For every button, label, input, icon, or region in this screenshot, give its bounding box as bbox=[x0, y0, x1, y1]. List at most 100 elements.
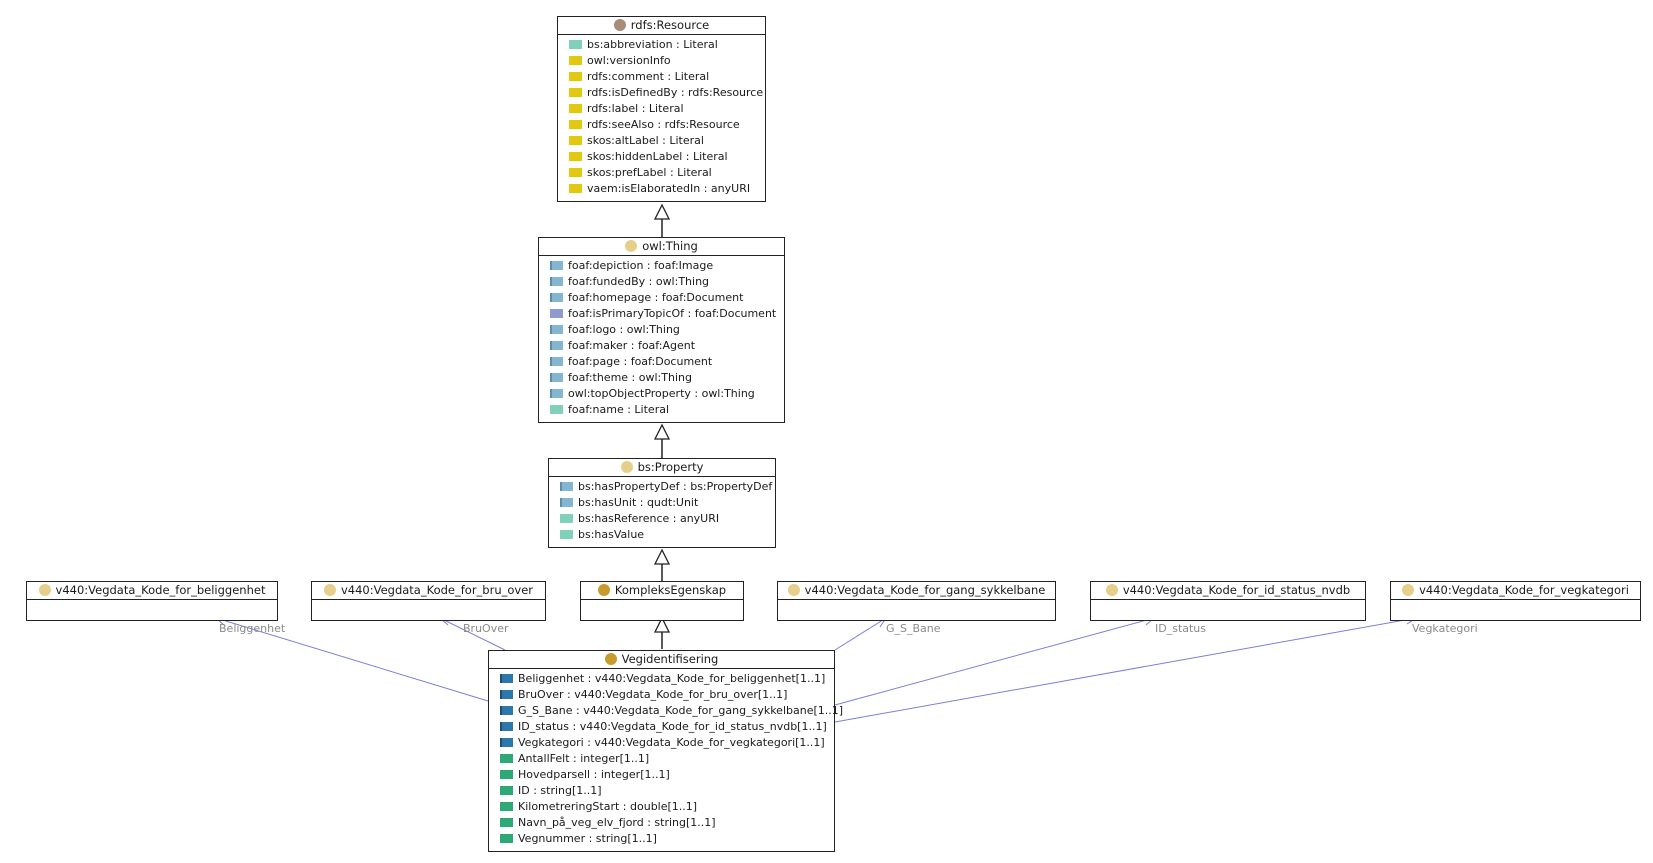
attribute-text: foaf:page : foaf:Document bbox=[568, 355, 713, 368]
class-kompleks-egenskap[interactable]: KompleksEgenskap bbox=[580, 581, 744, 621]
class-attribute[interactable]: owl:versionInfo bbox=[558, 53, 765, 69]
class-attribute[interactable]: bs:hasPropertyDef : bs:PropertyDef bbox=[549, 479, 775, 495]
class-attribute[interactable]: ID_status : v440:Vegdata_Kode_for_id_sta… bbox=[489, 719, 834, 735]
property-icon bbox=[560, 530, 573, 539]
property-icon bbox=[550, 325, 563, 334]
property-icon bbox=[500, 802, 513, 811]
class-attribute[interactable]: Vegnummer : string[1..1] bbox=[489, 831, 834, 847]
property-icon bbox=[500, 754, 513, 763]
attribute-text: rdfs:label : Literal bbox=[587, 102, 684, 115]
attribute-text: Beliggenhet : v440:Vegdata_Kode_for_beli… bbox=[518, 672, 826, 685]
class-attribute[interactable]: rdfs:isDefinedBy : rdfs:Resource bbox=[558, 85, 765, 101]
property-icon bbox=[560, 482, 573, 491]
generalization-thing-resource bbox=[653, 203, 671, 237]
class-attribute[interactable]: rdfs:label : Literal bbox=[558, 101, 765, 117]
class-kode-bru-over[interactable]: v440:Vegdata_Kode_for_bru_over bbox=[311, 581, 546, 621]
attribute-text: foaf:maker : foaf:Agent bbox=[568, 339, 696, 352]
class-attribute-list: bs:abbreviation : Literal owl:versionInfo… bbox=[558, 35, 765, 201]
class-attribute[interactable]: BruOver : v440:Vegdata_Kode_for_bru_over… bbox=[489, 687, 834, 703]
property-icon bbox=[550, 261, 563, 270]
class-icon bbox=[38, 584, 51, 596]
class-kode-vegkategori[interactable]: v440:Vegdata_Kode_for_vegkategori bbox=[1390, 581, 1641, 621]
property-icon bbox=[500, 674, 513, 683]
attribute-text: owl:topObjectProperty : owl:Thing bbox=[568, 387, 755, 400]
property-icon bbox=[569, 184, 582, 193]
class-attribute[interactable]: vaem:isElaboratedIn : anyURI bbox=[558, 181, 765, 197]
property-icon bbox=[550, 309, 563, 318]
class-attribute[interactable]: foaf:depiction : foaf:Image bbox=[539, 258, 784, 274]
class-name: v440:Vegdata_Kode_for_bru_over bbox=[340, 583, 534, 597]
class-name: KompleksEgenskap bbox=[614, 583, 727, 597]
class-attribute[interactable]: Navn_på_veg_elv_fjord : string[1..1] bbox=[489, 815, 834, 831]
property-icon bbox=[500, 770, 513, 779]
attribute-text: bs:abbreviation : Literal bbox=[587, 38, 718, 51]
class-attribute[interactable]: Vegkategori : v440:Vegdata_Kode_for_vegk… bbox=[489, 735, 834, 751]
attribute-text: foaf:homepage : foaf:Document bbox=[568, 291, 744, 304]
attribute-text: owl:versionInfo bbox=[587, 54, 671, 67]
attribute-text: vaem:isElaboratedIn : anyURI bbox=[587, 182, 751, 195]
class-name: v440:Vegdata_Kode_for_gang_sykkelbane bbox=[804, 583, 1046, 597]
attribute-text: G_S_Bane : v440:Vegdata_Kode_for_gang_sy… bbox=[518, 704, 844, 717]
class-kode-id-status[interactable]: v440:Vegdata_Kode_for_id_status_nvdb bbox=[1090, 581, 1366, 621]
class-attribute[interactable]: foaf:logo : owl:Thing bbox=[539, 322, 784, 338]
class-attribute[interactable]: foaf:maker : foaf:Agent bbox=[539, 338, 784, 354]
generalization-kompleks-property bbox=[653, 548, 671, 581]
class-header: v440:Vegdata_Kode_for_vegkategori bbox=[1391, 582, 1640, 600]
association-gsbane bbox=[834, 616, 887, 651]
attribute-text: Vegnummer : string[1..1] bbox=[518, 832, 657, 845]
class-attribute[interactable]: bs:abbreviation : Literal bbox=[558, 37, 765, 53]
attribute-text: skos:prefLabel : Literal bbox=[587, 166, 712, 179]
class-header: bs:Property bbox=[549, 459, 775, 477]
class-attribute[interactable]: foaf:name : Literal bbox=[539, 402, 784, 418]
class-attribute[interactable]: bs:hasUnit : qudt:Unit bbox=[549, 495, 775, 511]
class-header: KompleksEgenskap bbox=[581, 582, 743, 600]
class-attribute[interactable]: foaf:homepage : foaf:Document bbox=[539, 290, 784, 306]
class-attribute-list: Beliggenhet : v440:Vegdata_Kode_for_beli… bbox=[489, 669, 843, 851]
attribute-text: bs:hasValue bbox=[578, 528, 645, 541]
class-attribute[interactable]: Hovedparsell : integer[1..1] bbox=[489, 767, 834, 783]
class-attribute[interactable]: foaf:fundedBy : owl:Thing bbox=[539, 274, 784, 290]
class-attribute[interactable]: bs:hasValue bbox=[549, 527, 775, 543]
association-label-vegkategori: Vegkategori bbox=[1412, 622, 1478, 635]
property-icon bbox=[560, 498, 573, 507]
class-attribute[interactable]: KilometreringStart : double[1..1] bbox=[489, 799, 834, 815]
class-attribute[interactable]: rdfs:comment : Literal bbox=[558, 69, 765, 85]
class-icon bbox=[787, 584, 800, 596]
class-kode-beliggenhet[interactable]: v440:Vegdata_Kode_for_beliggenhet bbox=[26, 581, 278, 621]
class-header: v440:Vegdata_Kode_for_beliggenhet bbox=[27, 582, 277, 600]
attribute-text: Vegkategori : v440:Vegdata_Kode_for_vegk… bbox=[518, 736, 825, 749]
attribute-text: Navn_på_veg_elv_fjord : string[1..1] bbox=[518, 816, 716, 829]
class-attribute[interactable]: bs:hasReference : anyURI bbox=[549, 511, 775, 527]
class-attribute[interactable]: skos:prefLabel : Literal bbox=[558, 165, 765, 181]
class-rdfs-resource[interactable]: rdfs:Resource bs:abbreviation : Literal ow… bbox=[557, 16, 766, 202]
class-icon bbox=[1105, 584, 1118, 596]
class-attribute[interactable]: skos:hiddenLabel : Literal bbox=[558, 149, 765, 165]
class-kode-gang-sykkelbane[interactable]: v440:Vegdata_Kode_for_gang_sykkelbane bbox=[777, 581, 1056, 621]
class-attribute[interactable]: rdfs:seeAlso : rdfs:Resource bbox=[558, 117, 765, 133]
class-attribute-list bbox=[778, 600, 1055, 620]
class-attribute[interactable]: ID : string[1..1] bbox=[489, 783, 834, 799]
class-attribute[interactable]: foaf:page : foaf:Document bbox=[539, 354, 784, 370]
class-attribute[interactable]: Beliggenhet : v440:Vegdata_Kode_for_beli… bbox=[489, 671, 834, 687]
attribute-text: AntallFelt : integer[1..1] bbox=[518, 752, 650, 765]
class-icon bbox=[604, 653, 617, 665]
property-icon bbox=[569, 120, 582, 129]
property-icon bbox=[550, 389, 563, 398]
class-attribute[interactable]: skos:altLabel : Literal bbox=[558, 133, 765, 149]
class-attribute[interactable]: AntallFelt : integer[1..1] bbox=[489, 751, 834, 767]
property-icon bbox=[569, 152, 582, 161]
class-attribute[interactable]: G_S_Bane : v440:Vegdata_Kode_for_gang_sy… bbox=[489, 703, 843, 719]
attribute-text: bs:hasReference : anyURI bbox=[578, 512, 720, 525]
class-attribute[interactable]: foaf:isPrimaryTopicOf : foaf:Document bbox=[539, 306, 784, 322]
class-attribute[interactable]: foaf:theme : owl:Thing bbox=[539, 370, 784, 386]
class-header: rdfs:Resource bbox=[558, 17, 765, 35]
class-header: owl:Thing bbox=[539, 238, 784, 256]
property-icon bbox=[500, 722, 513, 731]
class-name: v440:Vegdata_Kode_for_beliggenhet bbox=[55, 583, 266, 597]
class-attribute[interactable]: owl:topObjectProperty : owl:Thing bbox=[539, 386, 784, 402]
